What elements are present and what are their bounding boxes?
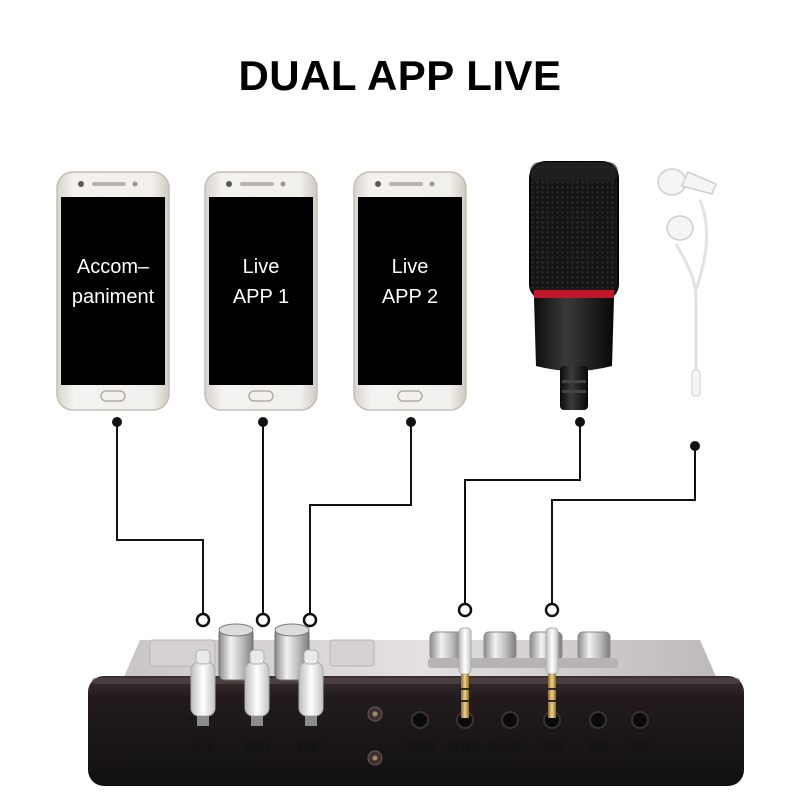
phone-screen bbox=[358, 197, 462, 385]
phone-label-line1: Live bbox=[392, 256, 429, 278]
home-button-icon bbox=[248, 390, 274, 402]
phone-accompaniment: Accom– paniment bbox=[56, 171, 170, 411]
home-button-icon bbox=[397, 390, 423, 402]
wire-earphone-to-output bbox=[551, 446, 696, 610]
phone-screen bbox=[209, 197, 313, 385]
home-button-icon bbox=[100, 390, 126, 402]
phone-label-line1: Accom– bbox=[77, 256, 150, 278]
phone-label-line2: APP 1 bbox=[233, 286, 289, 308]
sound-card bbox=[88, 639, 744, 786]
live2-plug-icon bbox=[298, 649, 324, 726]
mic-jack-plug-icon bbox=[458, 627, 472, 718]
port-label: 音箱 bbox=[587, 739, 609, 753]
diagram-title: DUAL APP LIVE bbox=[238, 52, 562, 99]
live1-plug-icon bbox=[244, 649, 270, 726]
phone-screen bbox=[61, 197, 165, 385]
port-label: 直播1 bbox=[243, 739, 272, 753]
port-label: 电容麦 bbox=[449, 739, 482, 753]
port-label: 电容麦 bbox=[404, 739, 437, 753]
port-label: 音乐输入 bbox=[488, 739, 532, 753]
port-label: 耳机 bbox=[541, 739, 563, 753]
screw-icons bbox=[367, 706, 383, 766]
phone-label-line2: paniment bbox=[72, 286, 155, 308]
phone-label-line2: APP 2 bbox=[382, 286, 438, 308]
fader-row[interactable] bbox=[428, 631, 618, 668]
wire-app2-to-live2 bbox=[309, 422, 412, 620]
headphone-jack-plug-icon bbox=[545, 627, 559, 718]
jack-endpoints bbox=[195, 602, 560, 628]
phone-live-app-2: Live APP 2 bbox=[353, 171, 467, 411]
wire-mic-to-input bbox=[464, 422, 581, 610]
earphones-icon bbox=[657, 168, 717, 397]
port-label: 耳麦 bbox=[629, 740, 651, 753]
port-label: 直播2 bbox=[297, 739, 326, 753]
port-labels: USB 直播1 直播2 电容麦 电容麦 音乐输入 耳机 音箱 耳麦 bbox=[192, 739, 651, 753]
phone-label-line1: Live bbox=[243, 256, 280, 278]
port-label: USB bbox=[192, 740, 215, 753]
wire-accompaniment-to-usb bbox=[116, 422, 204, 620]
phone-live-app-1: Live APP 1 bbox=[204, 171, 318, 411]
connection-wires bbox=[116, 422, 696, 620]
condenser-microphone-icon bbox=[529, 161, 619, 410]
volume-knob-1[interactable] bbox=[218, 623, 254, 681]
usb-plug-icon bbox=[190, 649, 216, 726]
wire-endpoints bbox=[112, 417, 700, 451]
